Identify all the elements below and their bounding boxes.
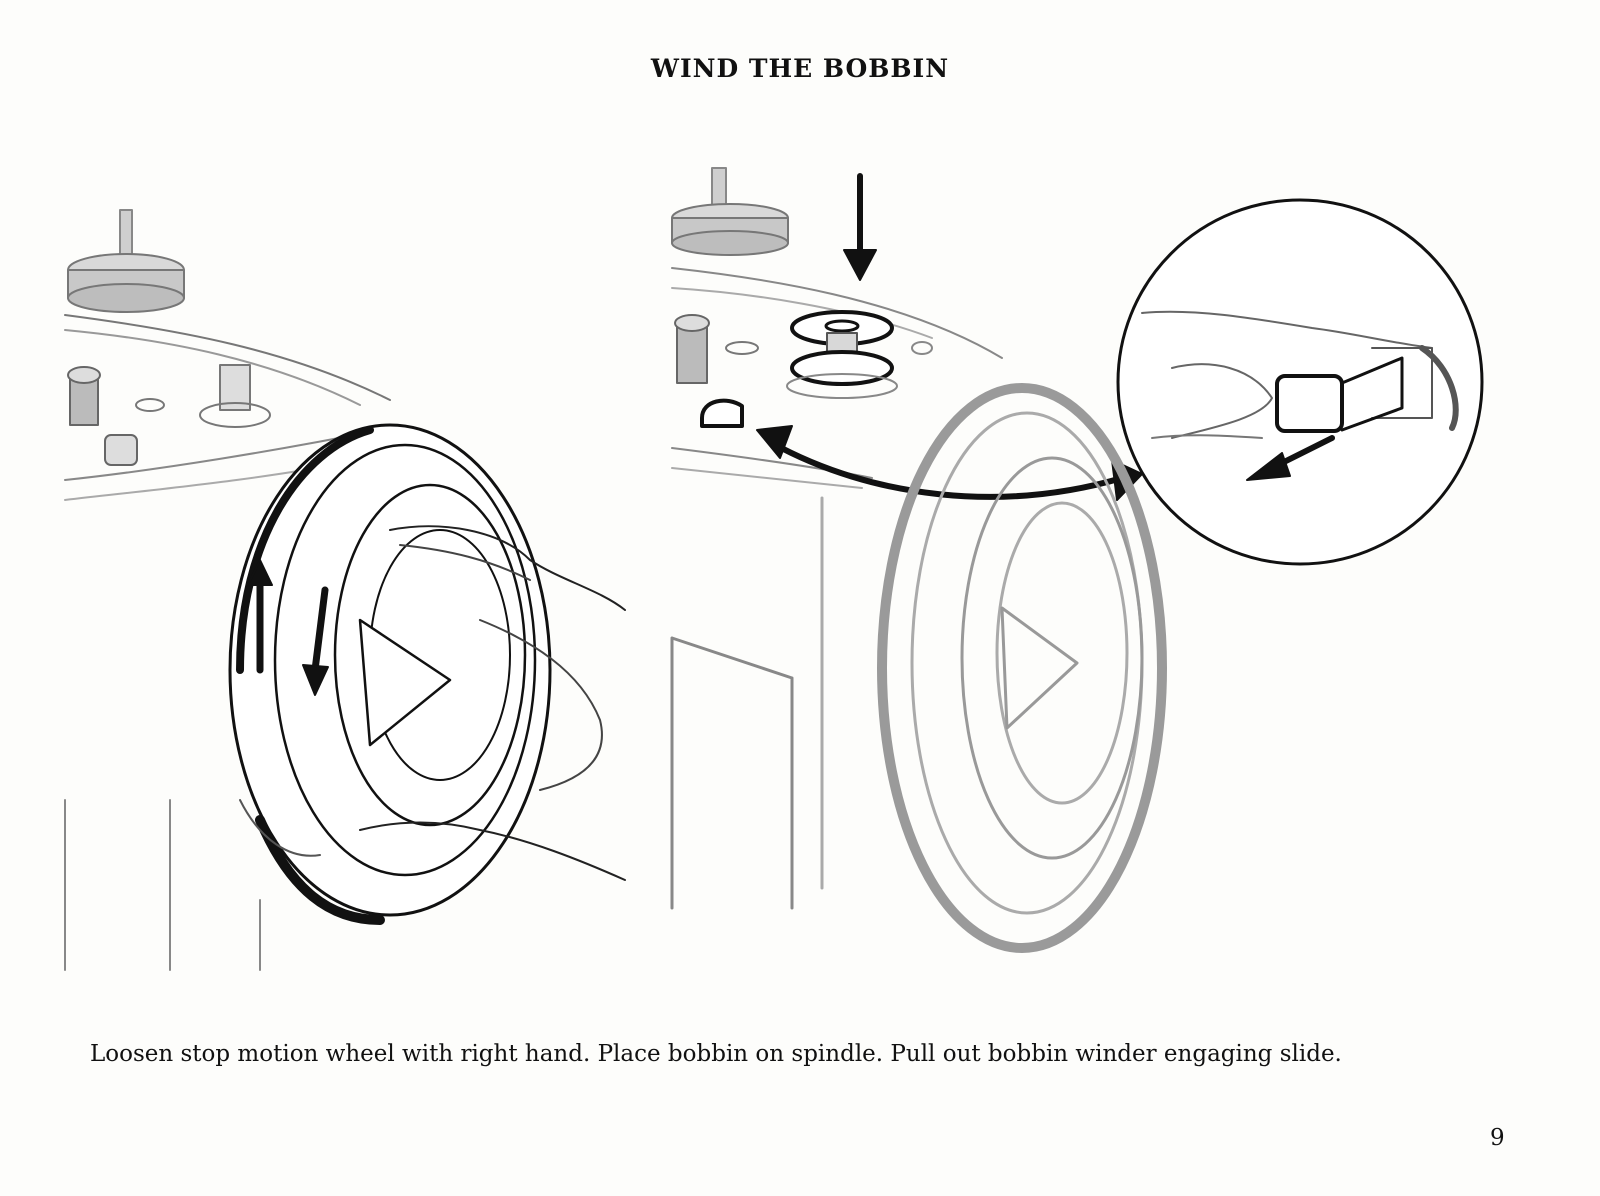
page-number: 9 [1490,1125,1505,1151]
page-title: WIND THE BOBBIN [650,54,950,83]
bobbin-illustration [670,167,1522,988]
caption-text: Loosen stop motion wheel with right hand… [90,1041,1342,1067]
bobbin-winder-icon [670,167,1484,953]
handwheel-hand-icon [64,209,626,971]
handwheel-illustration [60,200,650,1000]
